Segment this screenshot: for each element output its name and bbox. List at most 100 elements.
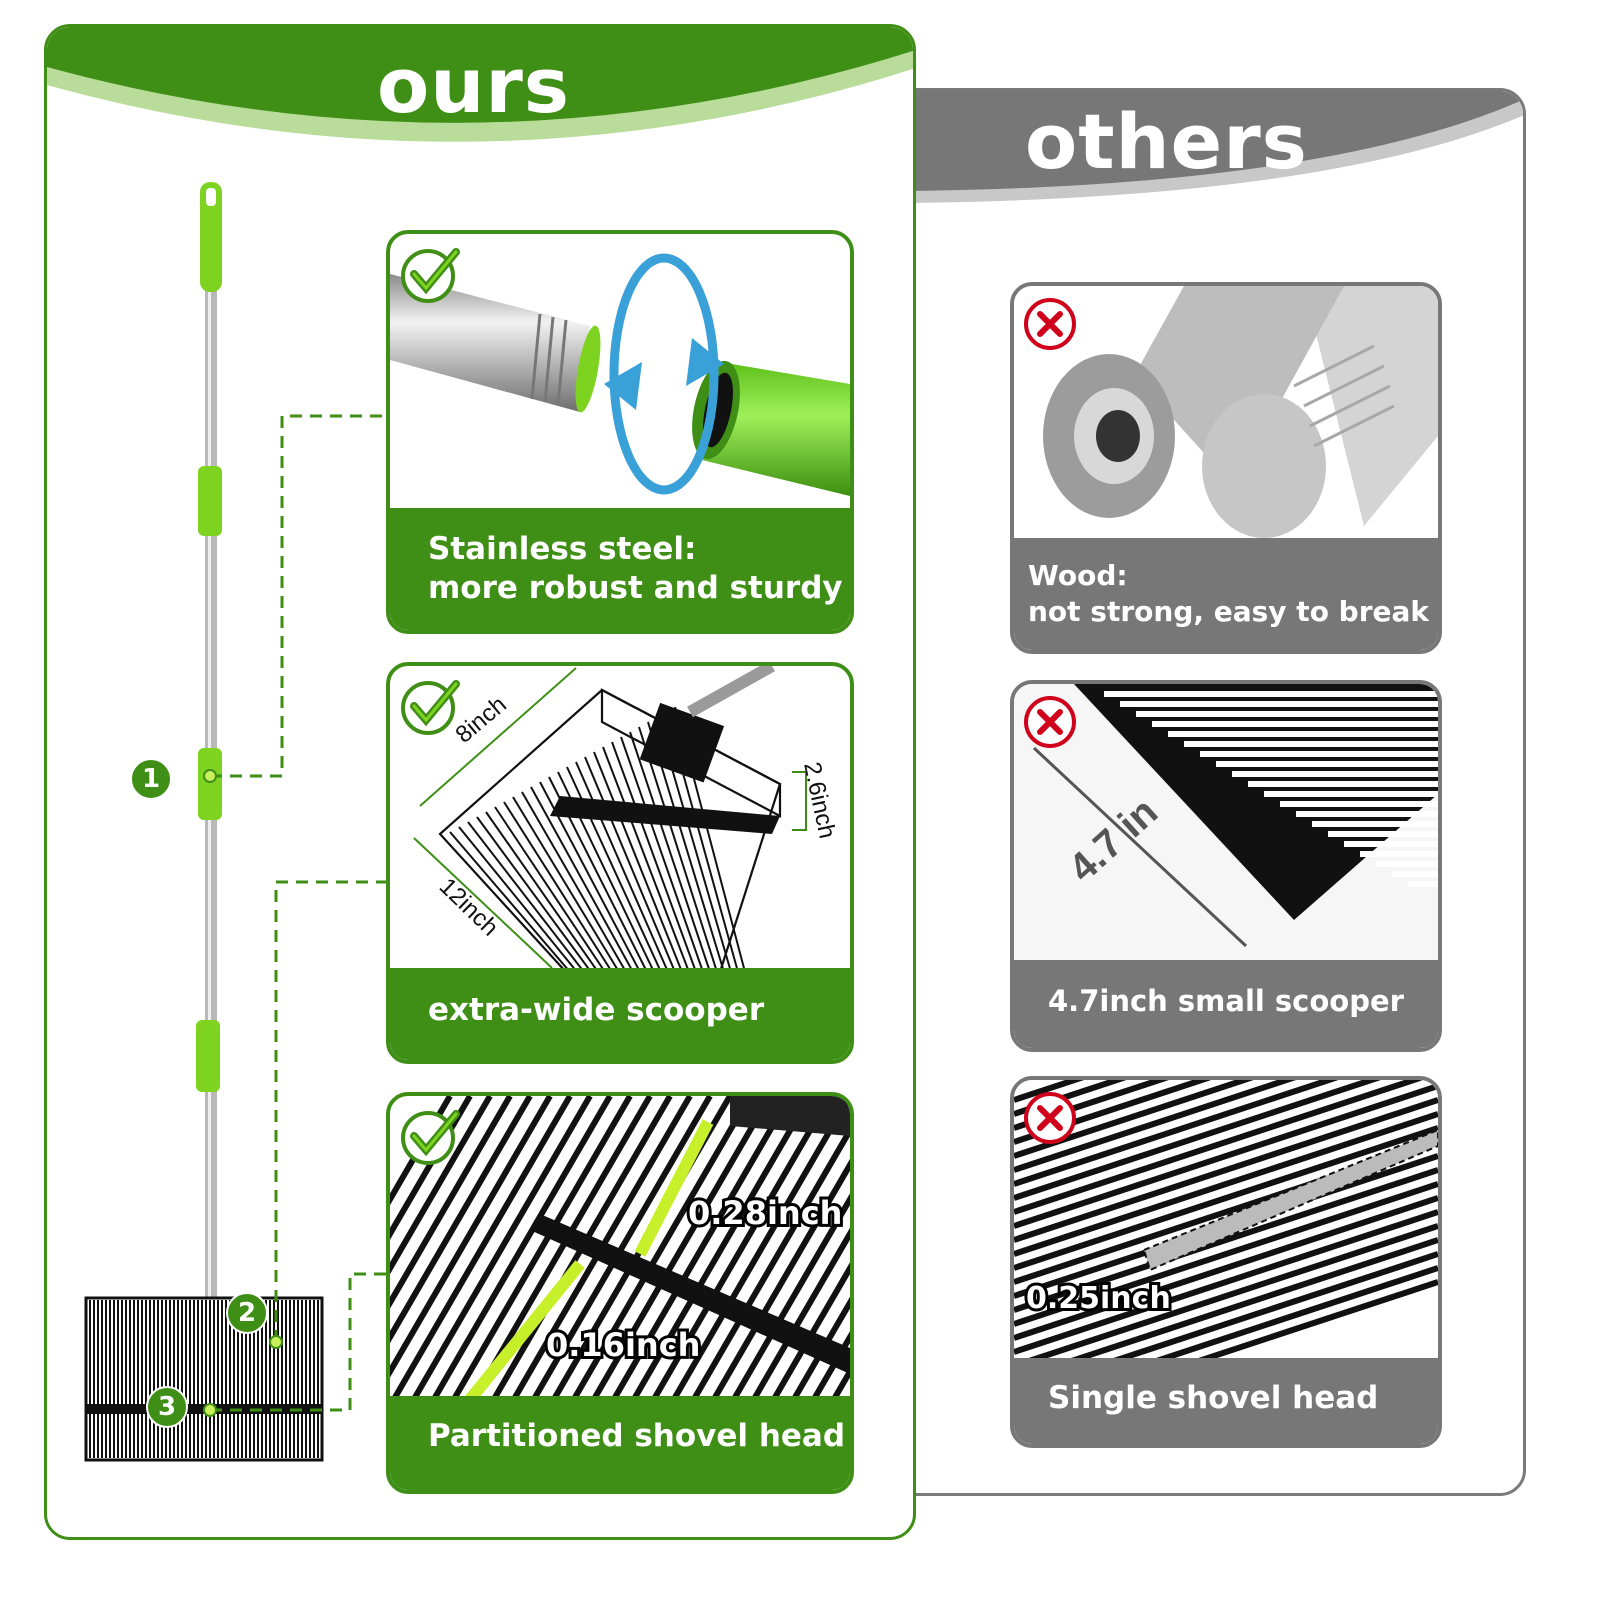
tine-line: [1052, 1237, 1438, 1364]
ours-card-scooper: 8inch 2.6inch 12inch extra-wide scooper: [386, 662, 854, 1064]
cross-icon: [1024, 1092, 1076, 1144]
check-icon: [401, 248, 460, 303]
tine-line: [1014, 1080, 1424, 1215]
tine-line: [629, 731, 711, 972]
callout-badge-3: 3: [146, 1386, 188, 1428]
caption-line-1: Single shovel head: [1048, 1380, 1379, 1416]
tine-line: [638, 726, 718, 972]
tine-line: [1014, 1195, 1438, 1341]
partitioned-head-image: 0.28inch 0.16inch: [390, 1096, 850, 1406]
caption-line-1: Partitioned shovel head: [428, 1418, 846, 1454]
tine-line: [1014, 1223, 1438, 1364]
single-head-image: 0.25inch: [1014, 1080, 1438, 1364]
dim-0-16inch: 0.16inch: [546, 1326, 700, 1364]
caption-line-1: extra-wide scooper: [428, 992, 765, 1028]
check-icon: [401, 680, 460, 735]
tine-line: [1014, 1080, 1297, 1173]
tine-line: [467, 821, 585, 972]
cross-icon: [1024, 696, 1076, 748]
tine-line: [1014, 1181, 1438, 1327]
product-illustration: [84, 182, 386, 1462]
tine-line: [1014, 1167, 1438, 1313]
others-card-small-scooper-caption: 4.7inch small scooper: [1014, 960, 1438, 1048]
tine-line: [587, 1096, 773, 1406]
callout-badge-1: 1: [130, 758, 172, 800]
tine-line: [1014, 1111, 1438, 1257]
connector-1: [210, 414, 386, 778]
tine-line: [1014, 1080, 1212, 1145]
caption-line-1: Wood:: [1028, 559, 1128, 592]
tine-line: [390, 1096, 493, 1275]
check-icon: [401, 1110, 460, 1165]
tine-line: [611, 741, 697, 972]
tine-line: [566, 766, 662, 972]
small-scooper-image: 4.7 in: [1014, 684, 1438, 964]
tine-line: [727, 1193, 850, 1406]
tine-line: [1014, 1097, 1438, 1243]
tine-line: [458, 826, 578, 972]
tine-line: [1014, 1080, 1381, 1201]
tine-line: [521, 791, 627, 972]
tine-line: [647, 1096, 833, 1406]
shovel-head: [84, 1296, 324, 1462]
tine-line: [407, 1096, 593, 1406]
tine-line: [503, 801, 613, 972]
caption-line-2: not strong, easy to break: [1028, 595, 1430, 628]
tine-line: [1180, 1279, 1438, 1364]
ours-card-steel: Stainless steel: more robust and sturdy: [386, 230, 854, 634]
tine-line: [747, 1227, 850, 1406]
tine-line: [1014, 1125, 1438, 1271]
connector-2: [274, 880, 386, 1342]
ours-card-steel-caption: Stainless steel: more robust and sturdy: [390, 508, 850, 630]
tine-line: [449, 831, 571, 972]
others-card-small-scooper: 4.7 in 4.7inch small scooper: [1010, 680, 1442, 1052]
tine-line: [707, 1158, 850, 1406]
tine-line: [1014, 1080, 1339, 1187]
dim-2-6inch: 2.6inch: [798, 760, 841, 841]
tine-line: [1014, 1083, 1438, 1229]
tine-line: [667, 1096, 850, 1406]
tine-line: [1014, 1080, 1169, 1131]
ours-card-partitioned-caption: Partitioned shovel head: [390, 1396, 850, 1490]
tine-line: [607, 1096, 793, 1406]
tine-line: [1014, 1080, 1127, 1117]
tine-line: [1137, 1265, 1438, 1364]
tine-line: [512, 796, 620, 972]
tine-line: [494, 806, 606, 972]
caption-line-1: 4.7inch small scooper: [1048, 984, 1404, 1018]
others-title: others: [1025, 97, 1308, 186]
tine-line: [1014, 1080, 1254, 1159]
ours-header-band: [47, 27, 913, 142]
others-card-wood-caption: Wood: not strong, easy to break: [1014, 538, 1438, 650]
caption-line-2: more robust and sturdy: [428, 570, 843, 606]
joint-2: [198, 748, 222, 820]
wood-pole-image: [1014, 286, 1438, 542]
others-header-band: [903, 91, 1523, 203]
tine-line: [767, 1262, 850, 1406]
connector-3: [210, 1272, 386, 1412]
others-card-wood: Wood: not strong, easy to break: [1010, 282, 1442, 654]
handle-grip: [200, 182, 222, 292]
dim-0-28inch: 0.28inch: [688, 1194, 842, 1232]
caption-line-1: Stainless steel:: [428, 531, 697, 567]
cross-icon: [1024, 298, 1076, 350]
tine-line: [687, 1124, 850, 1406]
tine-line: [530, 786, 634, 972]
others-card-single-head-caption: Single shovel head: [1014, 1358, 1438, 1444]
tine-line: [447, 1096, 633, 1406]
ours-title: ours: [377, 41, 571, 130]
ours-card-scooper-caption: extra-wide scooper: [390, 968, 850, 1060]
tine-line: [593, 751, 683, 972]
callout-badge-2: 2: [226, 1292, 268, 1334]
tine-line: [476, 816, 592, 972]
tine-line: [575, 761, 669, 972]
rotate-arrow-icon: [609, 253, 719, 495]
tine-line: [602, 746, 690, 972]
tine-line: [584, 756, 676, 972]
others-card-single-head: 0.25inch Single shovel head: [1010, 1076, 1442, 1448]
tine-line: [427, 1096, 613, 1406]
tine-line: [567, 1096, 753, 1406]
dim-0-25inch: 0.25inch: [1026, 1281, 1171, 1316]
tine-line: [1014, 1209, 1438, 1355]
tine-line: [390, 1096, 573, 1406]
